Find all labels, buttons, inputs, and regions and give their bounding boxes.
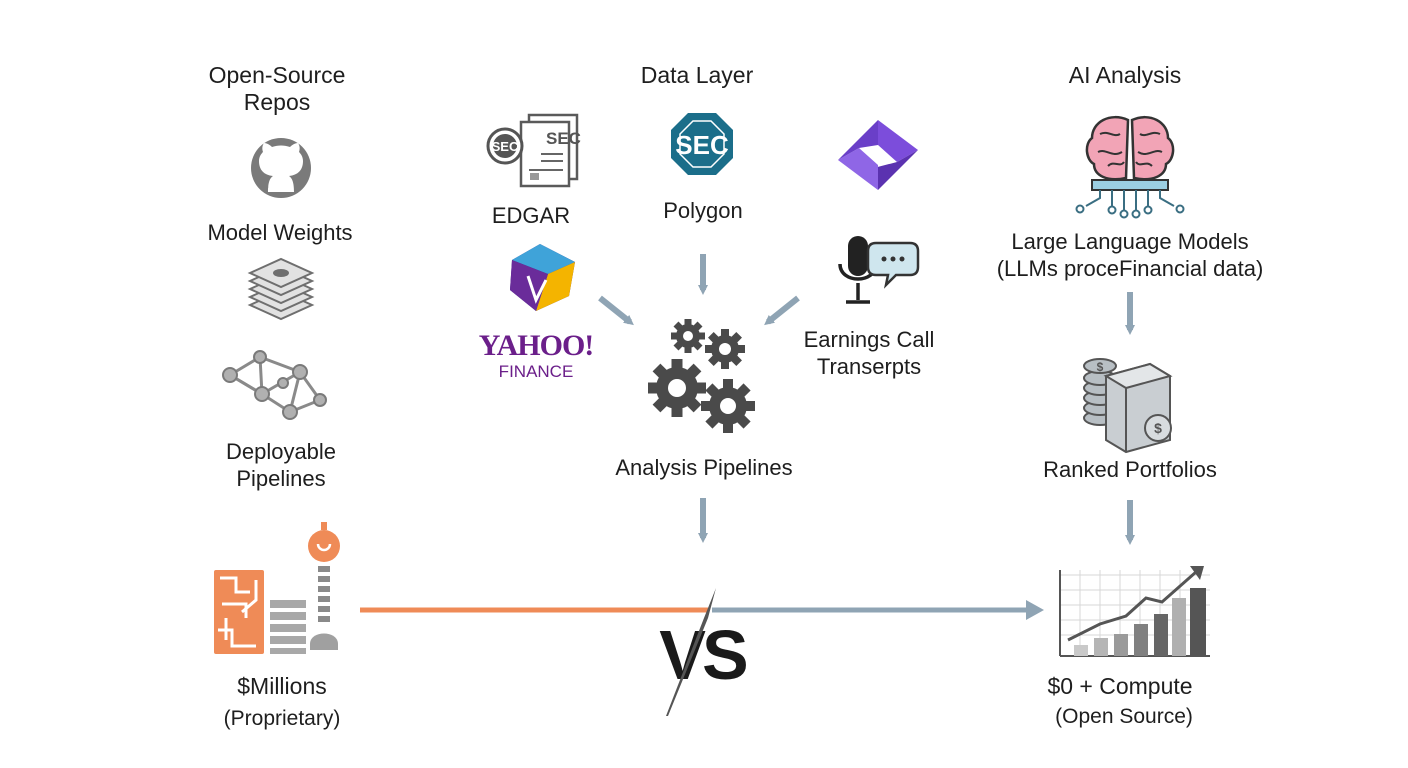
- earnings-line-1: Earnings Call: [803, 327, 935, 352]
- model-weights-label: Model Weights: [207, 220, 353, 245]
- microphone-chat-icon: [838, 236, 920, 304]
- ai-analysis-heading: AI Analysis: [1068, 62, 1182, 88]
- sec-seal-text: SEC: [492, 139, 519, 154]
- yahoo-wordmark: YAHOO!: [478, 329, 595, 362]
- heading-line-2: Repos: [243, 89, 311, 115]
- deployable-pipelines-label: Deployable Pipelines: [226, 438, 336, 492]
- earnings-call-label: Earnings Call Transerpts: [804, 326, 935, 380]
- growth-chart-icon: [1059, 566, 1210, 657]
- purple-diamond-logo-icon: [838, 120, 918, 190]
- open-source-caption: (Open Source): [1055, 705, 1193, 728]
- brain-chip-icon: [1075, 115, 1185, 219]
- llm-label: Large Language Models (LLMs proceFinanci…: [997, 228, 1264, 282]
- edgar-label: EDGAR: [491, 203, 571, 228]
- llm-line-1: Large Language Models: [1011, 229, 1249, 254]
- open-source-repos-heading: Open-Source Repos: [209, 62, 346, 116]
- cost-proprietary: $Millions: [237, 673, 327, 699]
- layered-stack-icon: [247, 257, 315, 321]
- cost-open-source: $0 + Compute: [1047, 673, 1193, 699]
- sec-document-icon: SEC SEC: [486, 113, 581, 188]
- node-graph-icon: [222, 350, 327, 420]
- deployable-line-1: Deployable: [225, 439, 337, 464]
- coins-safe-icon: $ $: [1083, 358, 1173, 454]
- cube-logo-icon: [510, 244, 575, 311]
- comparison-line: [360, 588, 1044, 716]
- gears-icon: [648, 319, 755, 433]
- github-icon: [251, 138, 311, 198]
- sec-badge-text: SEC: [675, 130, 729, 160]
- data-layer-heading: Data Layer: [640, 62, 754, 88]
- analysis-pipelines-label: Analysis Pipelines: [615, 455, 793, 480]
- heading-line-1: Open-Source: [208, 62, 346, 88]
- proprietary-caption: (Proprietary): [223, 707, 341, 730]
- polygon-label: Polygon: [663, 198, 743, 223]
- versus-label: VS: [659, 616, 748, 694]
- sec-badge-icon: SEC: [671, 113, 733, 175]
- yahoo-finance-logo: YAHOO! FINANCE: [478, 329, 595, 382]
- data-flow-arrows: [598, 254, 800, 543]
- circuit-bulb-icon: [214, 522, 340, 654]
- ranked-portfolios-label: Ranked Portfolios: [1043, 457, 1217, 482]
- earnings-line-2: Transerpts: [816, 354, 922, 379]
- deployable-line-2: Pipelines: [236, 466, 326, 491]
- sec-doc-text: SEC: [546, 129, 581, 148]
- finance-wordmark: FINANCE: [498, 362, 574, 381]
- svg-text:$: $: [1154, 420, 1162, 436]
- llm-line-2: (LLMs proceFinancial data): [996, 256, 1264, 281]
- svg-text:$: $: [1097, 360, 1104, 374]
